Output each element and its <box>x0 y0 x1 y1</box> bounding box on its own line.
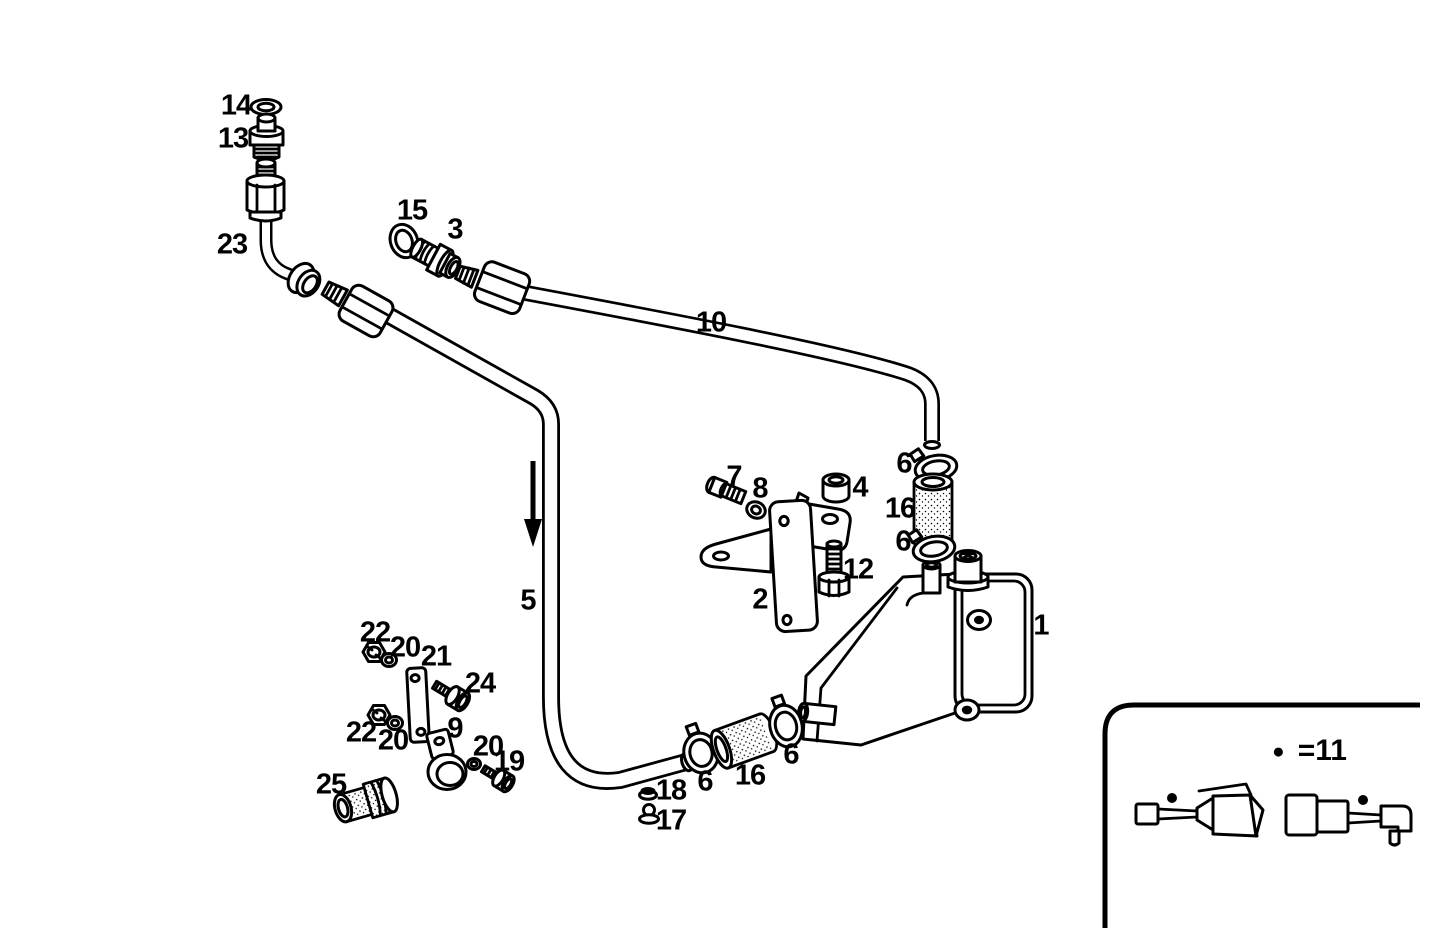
callout-6-top: 6 <box>896 447 912 480</box>
part-16-hose-lower <box>709 712 779 770</box>
callout-3: 3 <box>447 213 463 246</box>
part-9-clamp <box>425 727 468 791</box>
part-20-washer-c <box>466 757 482 771</box>
callout-10: 10 <box>695 306 727 339</box>
part-23-elbow-pipe <box>245 157 322 298</box>
callout-6-hose-right: 6 <box>783 738 799 771</box>
callout-9: 9 <box>447 712 463 745</box>
part-18-nut <box>638 787 658 801</box>
part-13-fitting <box>248 112 285 162</box>
inset-connector-left <box>1134 782 1265 838</box>
part-5-pipe <box>320 280 694 790</box>
callout-24: 24 <box>464 667 496 700</box>
callout-25: 25 <box>315 768 347 801</box>
callout-14: 14 <box>220 89 252 122</box>
inset-box <box>1102 702 1420 928</box>
callout-12: 12 <box>842 553 874 586</box>
tank-outlet-stub <box>797 701 838 727</box>
callout-20-a: 20 <box>389 631 421 664</box>
legend-dot-icon: ● <box>1272 739 1285 763</box>
part-24-bolt <box>431 679 472 713</box>
callout-4: 4 <box>852 471 868 504</box>
part-16-hose-upper <box>912 472 954 552</box>
callout-20-c: 20 <box>472 730 504 763</box>
callout-7: 7 <box>726 460 742 493</box>
part-6-clamp-middle <box>906 528 957 564</box>
part-20-washer-a <box>380 652 398 668</box>
part-21-strip <box>405 666 431 744</box>
part-14-sealing-ring <box>249 98 283 116</box>
legend-label: =11 <box>1297 734 1347 767</box>
included-part-dot <box>1167 793 1177 803</box>
part-19-bolt <box>479 764 516 794</box>
part-25-sleeve <box>332 776 399 824</box>
part-6-clamp-lower-left <box>682 721 720 775</box>
part-1-tank <box>797 549 1034 747</box>
callout-16-top: 16 <box>884 492 916 525</box>
callout-22-a: 22 <box>359 616 391 649</box>
part-7-bolt <box>705 475 748 506</box>
part-22-nut-a <box>361 641 387 663</box>
part-2-bracket <box>699 491 852 634</box>
callout-6-mid: 6 <box>895 525 911 558</box>
callout-8: 8 <box>752 472 768 505</box>
flow-direction-arrow <box>524 461 542 547</box>
callout-6-hose-left: 6 <box>697 765 713 798</box>
part-20-washer-b <box>386 715 404 731</box>
callout-20-b: 20 <box>377 724 409 757</box>
callout-2: 2 <box>752 583 768 616</box>
callout-18: 18 <box>655 774 687 807</box>
part-8-washer <box>745 500 767 520</box>
part-3-fitting <box>409 237 462 280</box>
callout-19: 19 <box>493 745 525 778</box>
callout-17: 17 <box>655 804 687 837</box>
callout-21: 21 <box>420 640 452 673</box>
callout-5: 5 <box>520 584 536 617</box>
inset-connector-right <box>1284 793 1413 847</box>
callout-16-bottom: 16 <box>734 759 766 792</box>
callout-13: 13 <box>217 122 249 155</box>
part-17-plug <box>638 803 660 825</box>
callout-15: 15 <box>396 194 428 227</box>
part-6-clamp-lower-right <box>768 693 804 749</box>
callout-22-b: 22 <box>345 716 377 749</box>
tank-filler-neck <box>946 549 990 592</box>
callout-1: 1 <box>1033 609 1049 642</box>
part-22-nut-b <box>366 704 392 726</box>
part-4-bushing <box>821 472 851 504</box>
included-part-dot <box>1358 795 1368 805</box>
part-12-bolt <box>817 539 851 598</box>
callout-23: 23 <box>216 228 248 261</box>
part-10-pipe <box>454 260 941 450</box>
legend: ● =11 <box>1272 734 1347 768</box>
